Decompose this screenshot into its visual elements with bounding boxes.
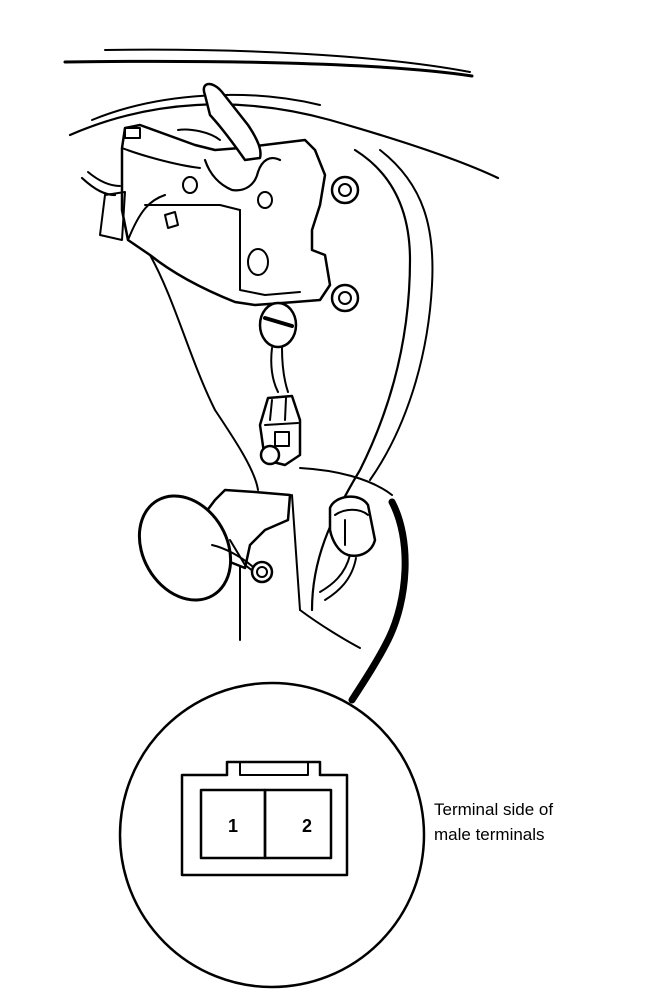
callout-circle <box>118 681 426 989</box>
release-cable <box>80 171 121 197</box>
terminal-2-label: 2 <box>302 816 312 836</box>
terminal-2-cavity <box>263 788 333 860</box>
hood-switch <box>258 301 298 393</box>
callout-caption-line1: Terminal side of <box>434 800 553 819</box>
callout-leader <box>348 498 409 704</box>
harness-connector <box>328 495 377 557</box>
terminal-1-label: 1 <box>228 816 238 836</box>
hood-latch <box>99 82 332 307</box>
callout-caption-line2: male terminals <box>434 825 545 844</box>
hood-edge-lines <box>63 48 474 78</box>
harness-wire <box>299 467 393 601</box>
mounting-bolt-lower <box>330 283 360 313</box>
connector-face: 1 2 <box>180 760 349 877</box>
hood-stopper-bracket <box>137 488 292 602</box>
switch-connector <box>258 394 302 467</box>
mounting-bolt-upper <box>330 175 360 205</box>
